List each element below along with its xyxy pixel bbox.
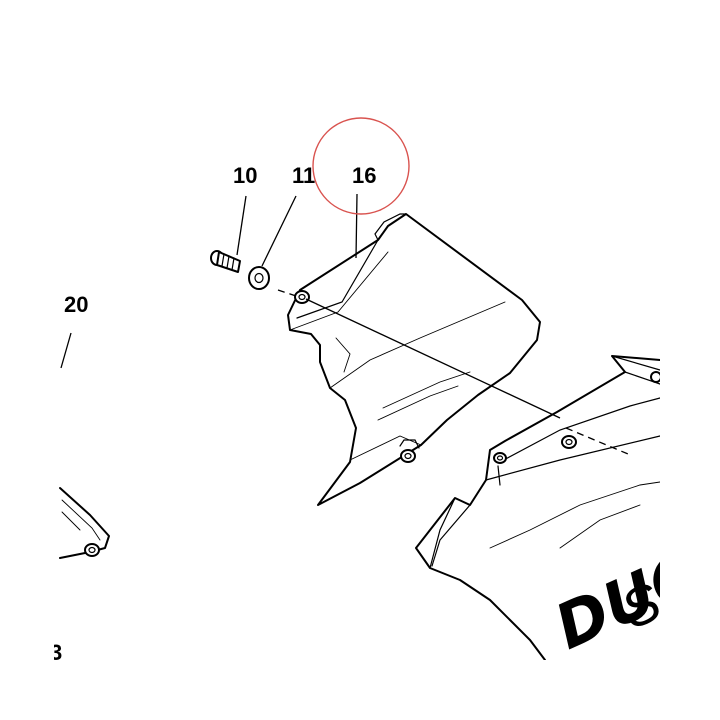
callout-part-16: 16 bbox=[352, 163, 376, 188]
callout-part-11: 11 bbox=[292, 163, 315, 188]
assembly-line-dashed-left bbox=[277, 289, 297, 297]
panel-mount-hole bbox=[294, 290, 310, 304]
part-16-deflector-panel bbox=[287, 213, 541, 506]
leader-16 bbox=[355, 193, 358, 259]
part-20-fairing bbox=[59, 332, 110, 559]
callout-part-20: 20 bbox=[64, 292, 88, 317]
fairing-mount-hole bbox=[561, 435, 577, 449]
highlight-circle bbox=[312, 117, 410, 215]
leader-11 bbox=[261, 195, 297, 267]
part-10-screw bbox=[210, 195, 247, 273]
assembly-line bbox=[305, 298, 561, 419]
panel-lower-tab bbox=[400, 449, 416, 463]
part-11-washer bbox=[248, 195, 297, 290]
leader-10 bbox=[236, 195, 247, 256]
leader-20 bbox=[60, 332, 72, 369]
callout-part-10: 10 bbox=[233, 163, 257, 188]
